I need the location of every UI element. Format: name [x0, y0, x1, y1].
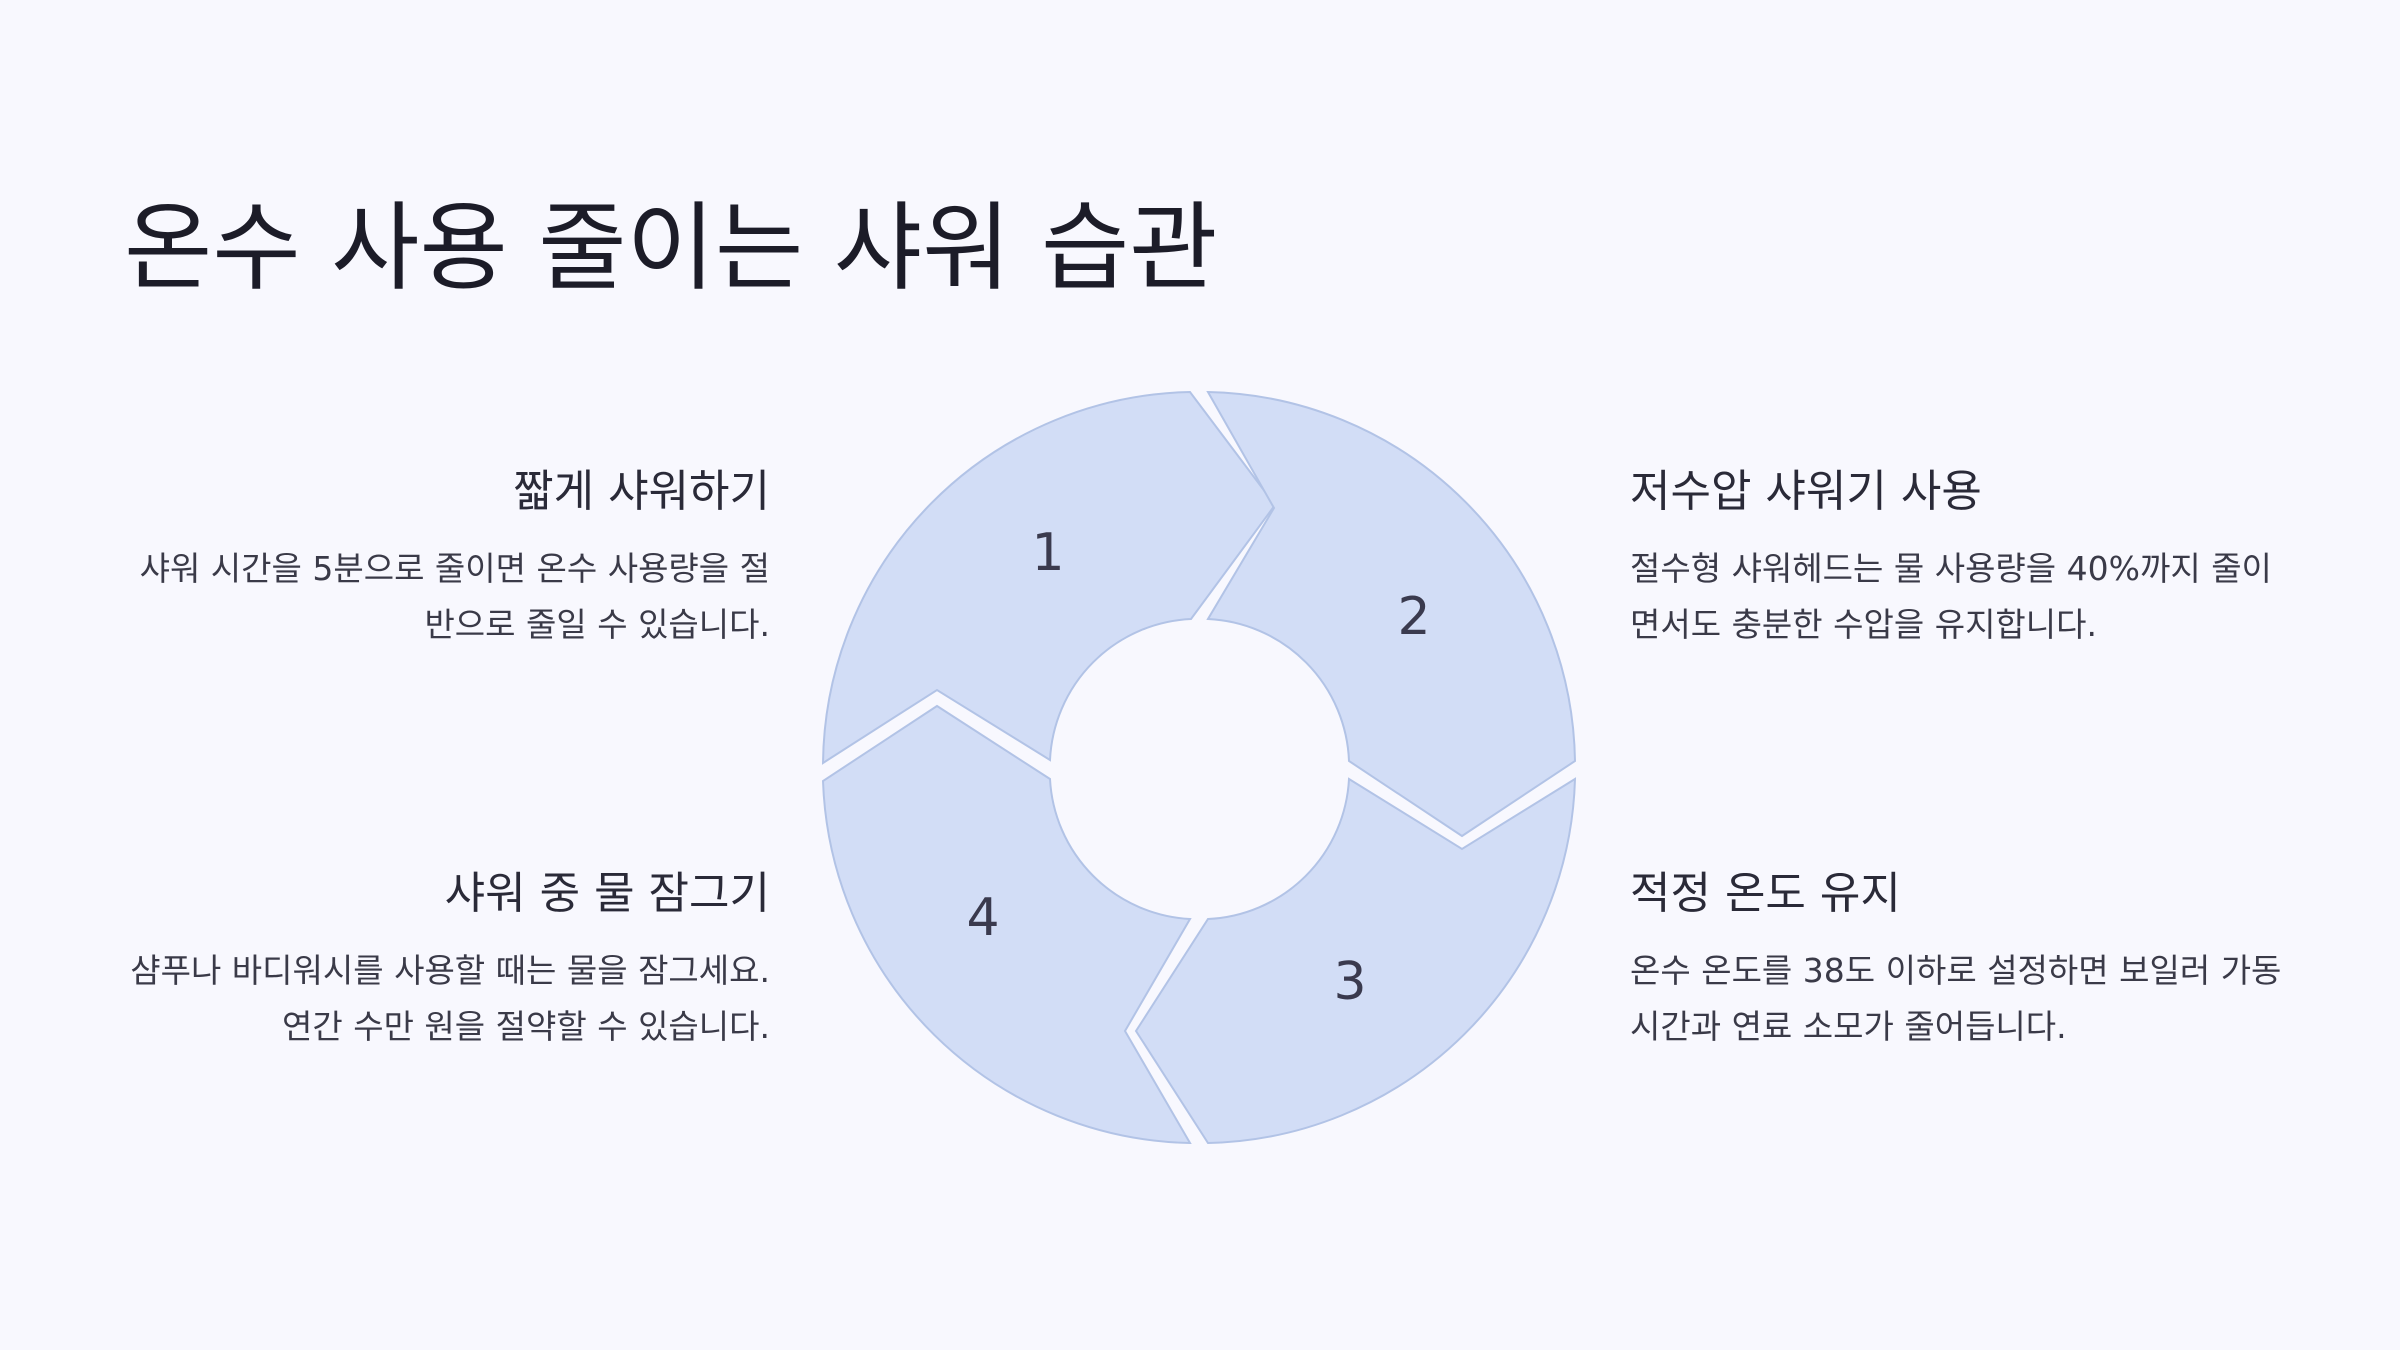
step-1-description: 샤워 시간을 5분으로 줄이면 온수 사용량을 절반으로 줄일 수 있습니다. [139, 548, 770, 644]
step-3-description: 온수 온도를 38도 이하로 설정하면 보일러 가동 시간과 연료 소모가 줄어… [1630, 950, 2282, 1046]
step-2-number: 2 [1397, 587, 1430, 647]
cycle-segment-1 [821, 390, 1277, 765]
step-1-title: 짧게 샤워하기 [513, 466, 770, 517]
cycle-segment-2 [1206, 390, 1577, 838]
step-1-number: 1 [1031, 523, 1064, 583]
step-2-title: 저수압 샤워기 사용 [1630, 466, 1982, 517]
page-title: 온수 사용 줄이는 샤워 습관 [124, 192, 1218, 304]
step-1-text: 짧게 샤워하기 샤워 시간을 5분으로 줄이면 온수 사용량을 절반으로 줄일 … [110, 466, 770, 653]
cycle-segment-4 [821, 704, 1192, 1145]
step-4-number: 4 [966, 888, 999, 948]
step-2-text: 저수압 샤워기 사용 절수형 샤워헤드는 물 사용량을 40%까지 줄이면서도 … [1630, 466, 2290, 653]
cycle-segment-3 [1134, 777, 1577, 1145]
step-3-number: 3 [1333, 952, 1366, 1012]
step-3-title: 적정 온도 유지 [1630, 868, 1901, 919]
step-2-description: 절수형 샤워헤드는 물 사용량을 40%까지 줄이면서도 충분한 수압을 유지합… [1630, 548, 2272, 644]
step-4-text: 샤워 중 물 잠그기 샴푸나 바디워시를 사용할 때는 물을 잠그세요. 연간 … [110, 868, 770, 1055]
step-4-title: 샤워 중 물 잠그기 [444, 868, 770, 919]
step-4-description: 샴푸나 바디워시를 사용할 때는 물을 잠그세요. 연간 수만 원을 절약할 수… [130, 950, 770, 1046]
step-3-text: 적정 온도 유지 온수 온도를 38도 이하로 설정하면 보일러 가동 시간과 … [1630, 868, 2290, 1055]
